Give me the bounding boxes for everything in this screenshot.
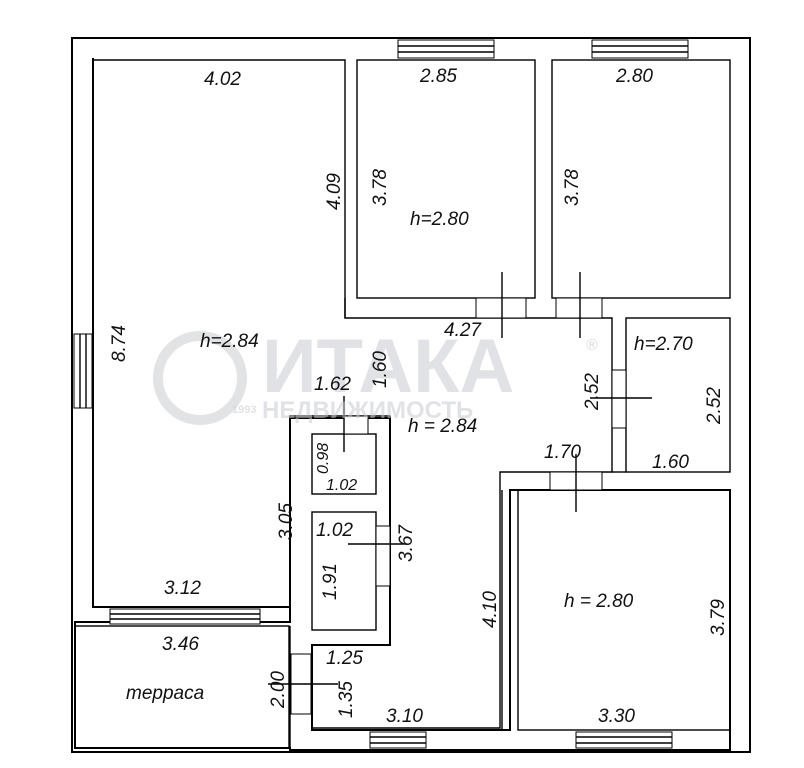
small-room-b: 2.52 bbox=[704, 387, 725, 425]
windows bbox=[73, 39, 689, 749]
terrace-name: терраса bbox=[126, 683, 204, 704]
door bbox=[555, 297, 603, 319]
hall-c: 1.70 bbox=[544, 442, 581, 463]
bath-right: 3.67 bbox=[396, 524, 417, 562]
entry-bottom: 3.10 bbox=[386, 706, 423, 727]
hall-height: h = 2.84 bbox=[408, 416, 477, 437]
labels: 4.02 8.74 h=2.84 4.09 3.12 2.85 3.78 h=2… bbox=[109, 66, 729, 727]
big-room-bottom: 3.12 bbox=[164, 578, 201, 599]
hall-top: 4.27 bbox=[444, 320, 482, 341]
watermark-tagline: НЕДВИЖИМОСТЬ bbox=[262, 397, 473, 424]
big-room-side: 4.09 bbox=[324, 173, 345, 210]
window bbox=[109, 608, 261, 625]
bath-side: 1.91 bbox=[320, 563, 341, 600]
window bbox=[575, 731, 673, 749]
watermark-brand: ИТАКА bbox=[262, 324, 514, 409]
small-room-bottom: 1.60 bbox=[652, 452, 689, 473]
lower-room bbox=[517, 489, 731, 731]
room2-height: h=2.80 bbox=[410, 209, 469, 230]
lower-room-height: h = 2.80 bbox=[564, 591, 634, 612]
closet-bottom: 1.02 bbox=[326, 477, 357, 494]
window bbox=[591, 39, 689, 59]
terrace-top: 3.46 bbox=[162, 634, 199, 655]
terrace-side: 2.00 bbox=[268, 671, 289, 709]
window bbox=[369, 731, 427, 749]
door bbox=[375, 525, 391, 587]
watermark-registered: ® bbox=[586, 337, 598, 354]
small-room-height: h=2.70 bbox=[634, 334, 693, 355]
room3-top: 2.80 bbox=[615, 66, 653, 87]
bedroom-3 bbox=[551, 59, 731, 299]
big-room-wall bbox=[92, 59, 613, 729]
entry-side: 1.35 bbox=[336, 681, 357, 718]
doors bbox=[268, 272, 652, 715]
door bbox=[475, 297, 527, 319]
lower-room-side: 3.79 bbox=[708, 599, 729, 636]
corridor-side: 3.05 bbox=[276, 503, 297, 540]
lower-room-bottom: 3.30 bbox=[598, 706, 635, 727]
outer-wall-border bbox=[71, 37, 751, 753]
window bbox=[73, 333, 93, 409]
closet-side: 0.98 bbox=[315, 443, 332, 474]
window bbox=[397, 39, 495, 59]
room2-side: 3.78 bbox=[370, 169, 391, 206]
watermark: ИТАКА ® 1993 НЕДВИЖИМОСТЬ bbox=[153, 324, 598, 425]
bedroom-2 bbox=[356, 59, 536, 299]
big-room-left: 8.74 bbox=[109, 325, 130, 362]
door bbox=[611, 369, 627, 429]
big-room-height: h=2.84 bbox=[200, 331, 259, 352]
lower-room-left: 4.10 bbox=[480, 591, 501, 628]
small-room-a: 2.52 bbox=[582, 373, 603, 411]
room3-side: 3.78 bbox=[562, 169, 583, 206]
hall-a: 1.62 bbox=[314, 374, 351, 395]
bath-top: 1.02 bbox=[316, 520, 353, 541]
entry-top: 1.25 bbox=[326, 648, 363, 669]
big-room-top: 4.02 bbox=[204, 69, 241, 90]
watermark-logo bbox=[153, 331, 247, 425]
hall-b: 1.60 bbox=[370, 351, 391, 388]
watermark-year: 1993 bbox=[232, 404, 256, 416]
terrace bbox=[74, 625, 290, 749]
room2-top: 2.85 bbox=[419, 66, 457, 87]
